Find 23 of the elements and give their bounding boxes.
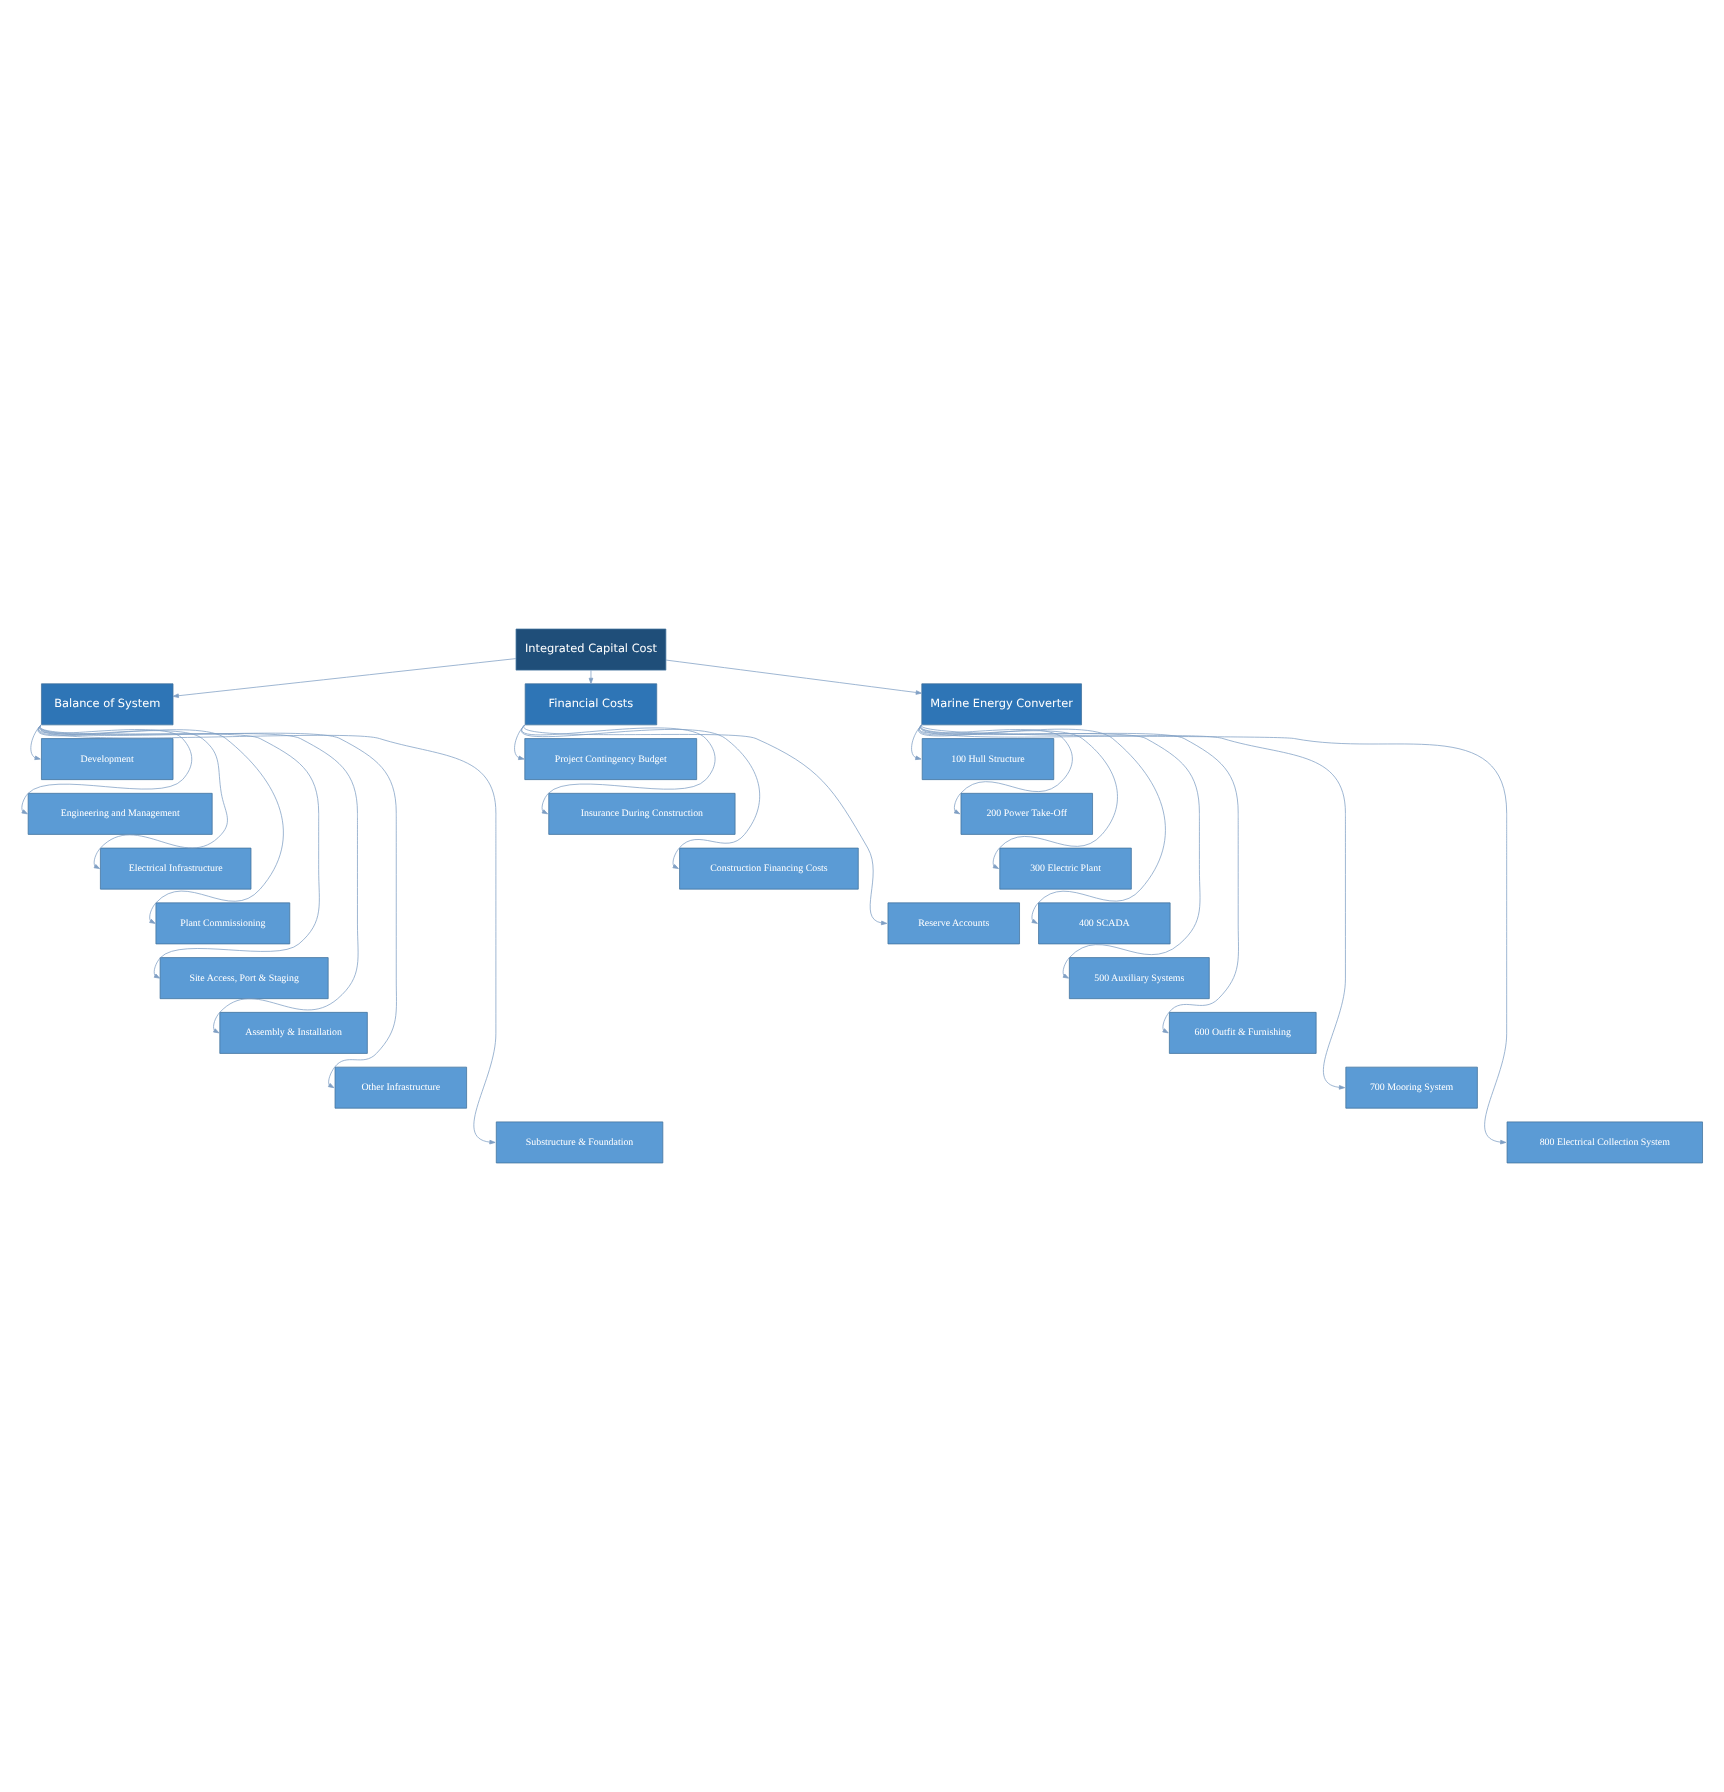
arrow [919,724,1073,815]
arrow [921,724,1508,1145]
arrow [921,724,1239,1034]
arrow [921,724,1346,1090]
arrow [521,724,716,815]
arrow [921,724,1201,979]
arrow [918,724,1166,924]
arrow [524,724,888,926]
arrow [21,724,193,815]
arrow [918,724,1118,869]
arrow [40,724,320,979]
arrow [665,659,922,695]
arrow [172,658,517,698]
arrow [40,724,497,1145]
arrow [37,724,284,924]
arrow [40,724,359,1034]
arrow [588,669,594,684]
arrow [30,724,42,760]
arrow [40,724,397,1089]
arrow [521,724,760,869]
arrow [38,724,228,869]
arrow [911,724,923,760]
arrow [514,724,526,760]
